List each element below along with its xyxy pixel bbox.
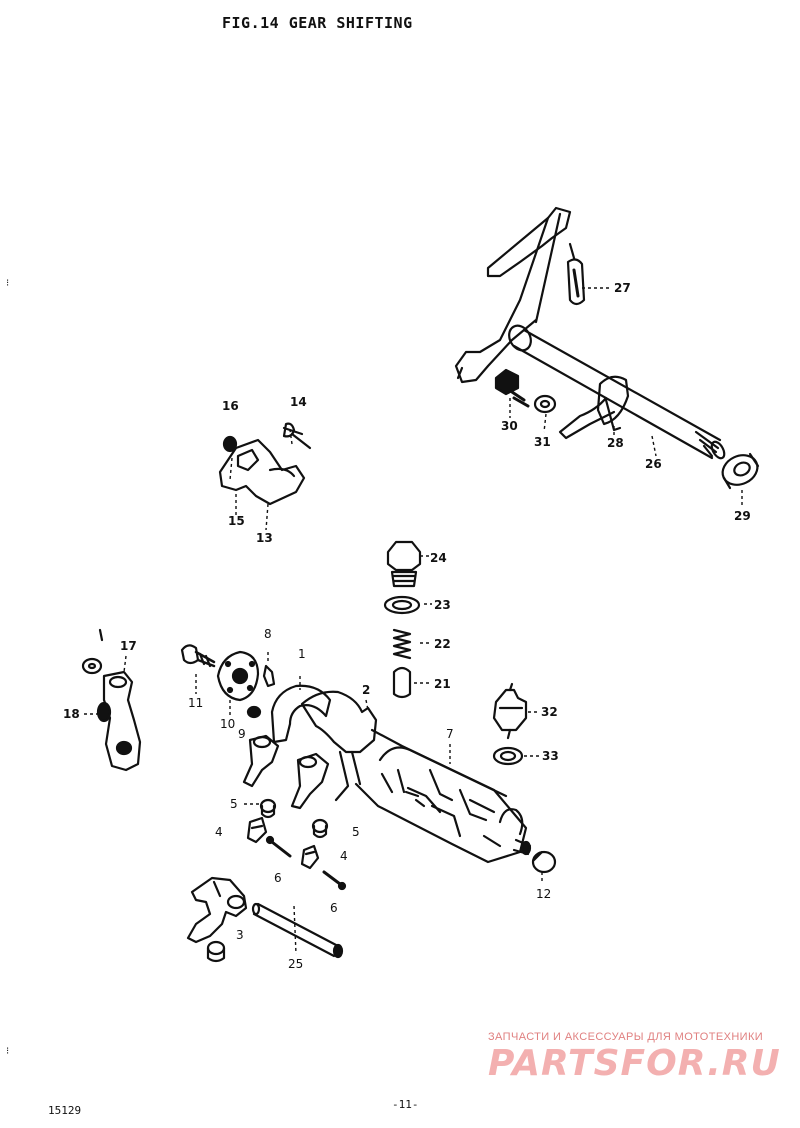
callout-23: 23 (434, 598, 451, 612)
callout-8: 8 (264, 627, 272, 641)
callout-4b: 4 (340, 849, 348, 863)
callout-5a: 5 (230, 797, 238, 811)
callout-27: 27 (614, 281, 631, 295)
callout-13: 13 (256, 531, 273, 545)
callout-10: 10 (220, 717, 236, 731)
callout-6a: 6 (274, 871, 282, 885)
switch-32 (492, 682, 528, 740)
callout-2: 2 (362, 683, 371, 697)
callout-4a: 4 (215, 825, 223, 839)
callout-6b: 6 (330, 901, 338, 915)
gasket-33 (492, 746, 524, 766)
pin-6a (265, 835, 292, 858)
bolt-11 (180, 644, 216, 668)
gearshift-shaft (508, 324, 726, 460)
scan-mark: ⁝ (6, 1046, 10, 1057)
shift-cam-stopper-plate (558, 375, 630, 440)
callout-21: 21 (434, 677, 451, 691)
callout-31: 31 (534, 435, 551, 449)
bearing-12 (531, 850, 557, 874)
shift-fork-shaft-25 (251, 902, 344, 959)
roller-5a (259, 798, 277, 819)
watermark-tagline: ЗАПЧАСТИ И АКСЕССУАРЫ ДЛЯ МОТОТЕХНИКИ (488, 1031, 764, 1043)
callout-29: 29 (734, 509, 751, 523)
callout-28: 28 (607, 436, 624, 450)
callout-14: 14 (290, 395, 307, 409)
callout-26: 26 (645, 457, 662, 471)
roller-5c (206, 940, 226, 963)
callout-1: 1 (298, 647, 306, 661)
callout-25: 25 (288, 957, 304, 971)
roller-4b (300, 844, 320, 870)
roller-4a (246, 816, 268, 844)
shift-cam-plate-10 (216, 650, 260, 702)
watermark: ЗАПЧАСТИ И АКСЕССУАРЫ ДЛЯ МОТОТЕХНИКИ PA… (488, 1031, 788, 1084)
shift-fork-2 (290, 690, 378, 810)
callout-32: 32 (541, 705, 558, 719)
plate-assembly-13-15 (218, 422, 312, 506)
bolt-30 (494, 368, 530, 408)
washer-18-19 (81, 628, 112, 723)
oil-seal-29 (721, 452, 760, 490)
watermark-logo: PARTSFOR.RU (488, 1043, 781, 1084)
figure-title: FIG.14 GEAR SHIFTING (222, 14, 413, 32)
shift-fork-1 (242, 684, 332, 788)
footer-code: 15129 (48, 1104, 82, 1117)
callout-33: 33 (542, 749, 559, 763)
callout-5b: 5 (352, 825, 360, 839)
callout-12: 12 (536, 887, 552, 901)
callout-15: 15 (228, 514, 245, 528)
washer-31 (533, 394, 557, 414)
callout-17: 17 (120, 639, 137, 653)
callout-11: 11 (188, 696, 204, 710)
plunger-21 (392, 666, 412, 699)
roller-5b (311, 818, 329, 839)
callout-18: 18 (63, 707, 80, 721)
shift-cam-drum-7 (354, 728, 532, 864)
callout-7: 7 (446, 727, 454, 741)
gasket-23 (383, 595, 421, 615)
scan-mark: ⁝ (6, 278, 10, 289)
bolt-27 (566, 242, 586, 306)
footer-page-number: -11- (392, 1098, 419, 1111)
bracket-17 (102, 670, 142, 772)
callout-22: 22 (434, 637, 451, 651)
shift-fork-3 (186, 876, 248, 944)
callout-3a: 3 (236, 928, 244, 942)
screw-9 (246, 705, 262, 719)
callout-24: 24 (430, 551, 447, 565)
callout-30: 30 (501, 419, 518, 433)
plug-24 (386, 540, 422, 588)
pin-6b (322, 870, 347, 891)
gearshift-arm (454, 206, 572, 384)
callout-16: 16 (222, 399, 239, 413)
spring-22 (392, 628, 412, 660)
callout-9: 9 (238, 727, 246, 741)
pin-8 (262, 664, 276, 688)
